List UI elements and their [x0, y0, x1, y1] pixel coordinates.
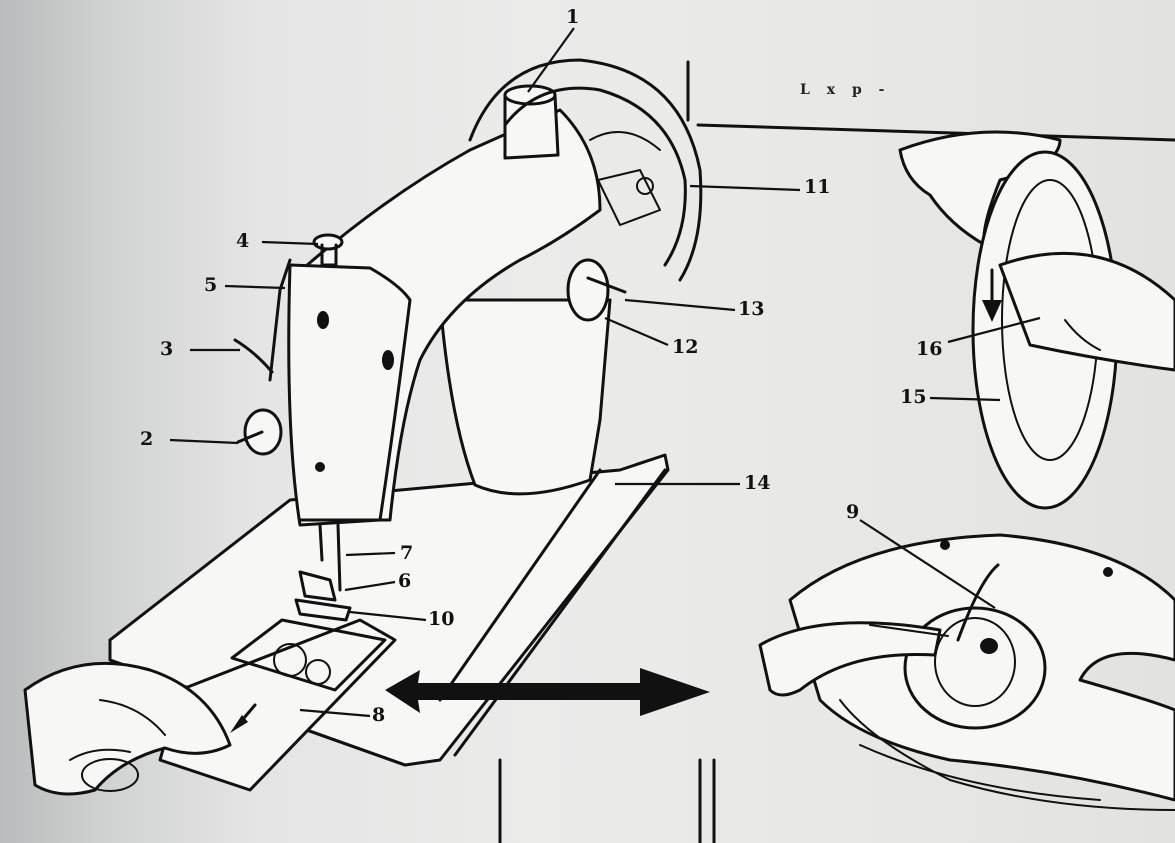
callout-1: 1: [566, 6, 580, 28]
callout-15: 15: [900, 386, 927, 408]
callout-14: 14: [744, 472, 771, 494]
callout-8: 8: [372, 704, 386, 726]
callout-5: 5: [204, 274, 218, 296]
left-hand: [23, 661, 232, 796]
machine-body: [233, 84, 627, 622]
callout-11: 11: [804, 176, 831, 198]
callout-2: 2: [140, 428, 154, 450]
inset-handwheel: [686, 60, 1175, 510]
inset-bobbin-case: [758, 533, 1175, 811]
callout-12: 12: [672, 336, 699, 358]
hand-wheel: [468, 58, 703, 282]
callout-16: 16: [916, 338, 943, 360]
callout-9: 9: [846, 501, 860, 523]
leader-lines: [169, 27, 1041, 718]
callout-4: 4: [236, 230, 250, 252]
table-legs: [498, 758, 716, 843]
marginal-text: L x p -: [800, 82, 891, 98]
callout-10: 10: [428, 608, 455, 630]
callout-7: 7: [400, 542, 414, 564]
callout-13: 13: [738, 298, 765, 320]
callout-6: 6: [398, 570, 412, 592]
callout-3: 3: [160, 338, 174, 360]
double-arrow-icon: [385, 668, 710, 716]
